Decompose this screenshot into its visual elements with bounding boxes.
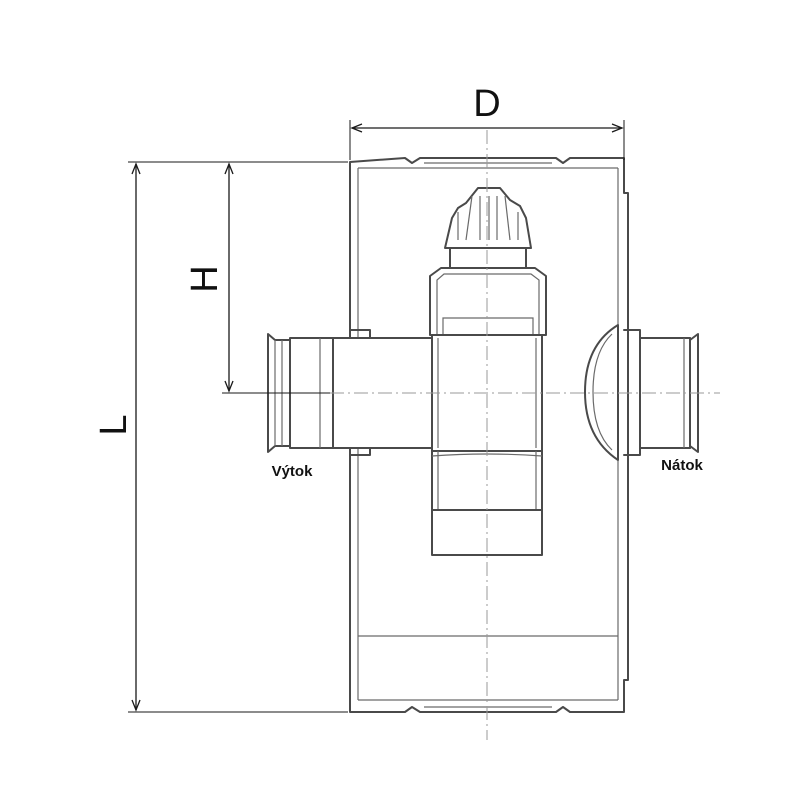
dimension-l-label: L (93, 414, 135, 435)
dimension-h-label: H (184, 265, 226, 292)
vent-cap (444, 187, 532, 286)
center-lines (330, 130, 720, 740)
dimension-h (222, 162, 330, 394)
inlet-label: Nátok (661, 457, 703, 474)
outlet-label: Výtok (272, 463, 314, 480)
dimension-d (349, 120, 625, 160)
dimension-l (128, 161, 348, 713)
upper-riser-socket (429, 267, 547, 336)
dimension-d-label: D (473, 83, 500, 125)
